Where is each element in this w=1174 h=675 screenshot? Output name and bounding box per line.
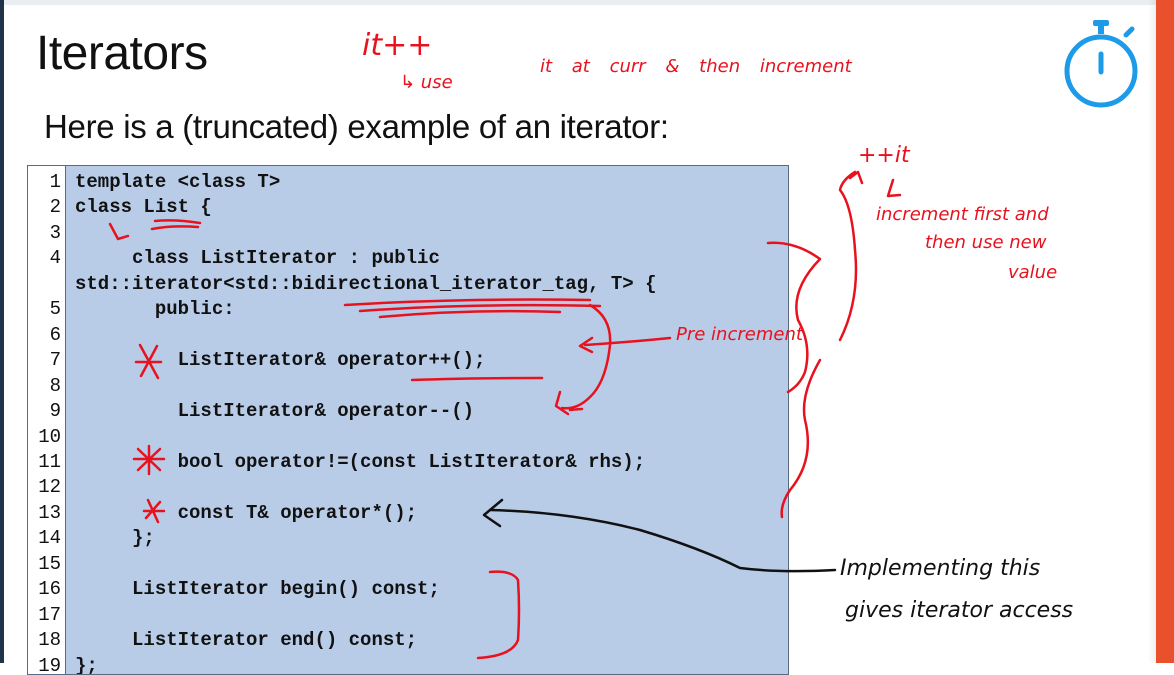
line-number: 6 [49,324,61,346]
line-number: 13 [38,502,61,524]
code-line: ListIterator begin() const; [75,578,440,600]
annotation-use: ↳ use [400,72,453,93]
line-number: 18 [38,629,61,651]
right-edge-shadow [1148,0,1156,663]
annotation-implementing: Implementing this [840,556,1040,581]
line-number: 9 [49,400,61,422]
slide-title: Iterators [36,27,208,80]
line-number: 11 [38,451,61,473]
annotation-it-plus-plus: it++ [362,28,432,63]
annotation-increment-first: increment first and [876,204,1049,225]
annotation-plus-plus-it: ++it [858,143,911,168]
code-line: ListIterator& operator++(); [75,349,486,371]
code-line: template <class T> [75,171,281,193]
line-number: 8 [49,375,61,397]
line-number: 15 [38,553,61,575]
line-number: 2 [49,196,61,218]
annotation-then-use-new: then use new [925,232,1047,253]
line-number: 3 [49,222,61,244]
line-number: 5 [49,298,61,320]
left-edge-bar [0,0,4,663]
code-line: public: [75,298,235,320]
code-line: const T& operator*(); [75,502,418,524]
code-line: }; [75,527,155,549]
code-line: class List { [75,196,212,218]
annotation-it-at-curr: it at curr & then increment [540,56,853,77]
line-number: 4 [49,247,61,269]
right-accent-bar [1156,0,1174,663]
slide-subtitle: Here is a (truncated) example of an iter… [44,108,669,145]
code-line: ListIterator& operator--() [75,400,475,422]
line-number: 1 [49,171,61,193]
code-line: ListIterator end() const; [75,629,418,651]
stopwatch-icon [1064,20,1138,108]
line-number: 17 [38,604,61,626]
code-line: class ListIterator : public [75,247,440,269]
line-number: 10 [38,426,61,448]
line-number: 12 [38,476,61,498]
code-line: bool operator!=(const ListIterator& rhs)… [75,451,646,473]
line-number: 14 [38,527,61,549]
line-number: 7 [49,349,61,371]
line-number: 19 [38,655,61,675]
annotation-gives-access: gives iterator access [845,598,1073,623]
annotation-value: value [1008,262,1057,283]
code-line: std::iterator<std::bidirectional_iterato… [75,273,657,295]
line-number: 16 [38,578,61,600]
code-line: }; [75,655,98,675]
top-edge-strip [4,0,1156,5]
